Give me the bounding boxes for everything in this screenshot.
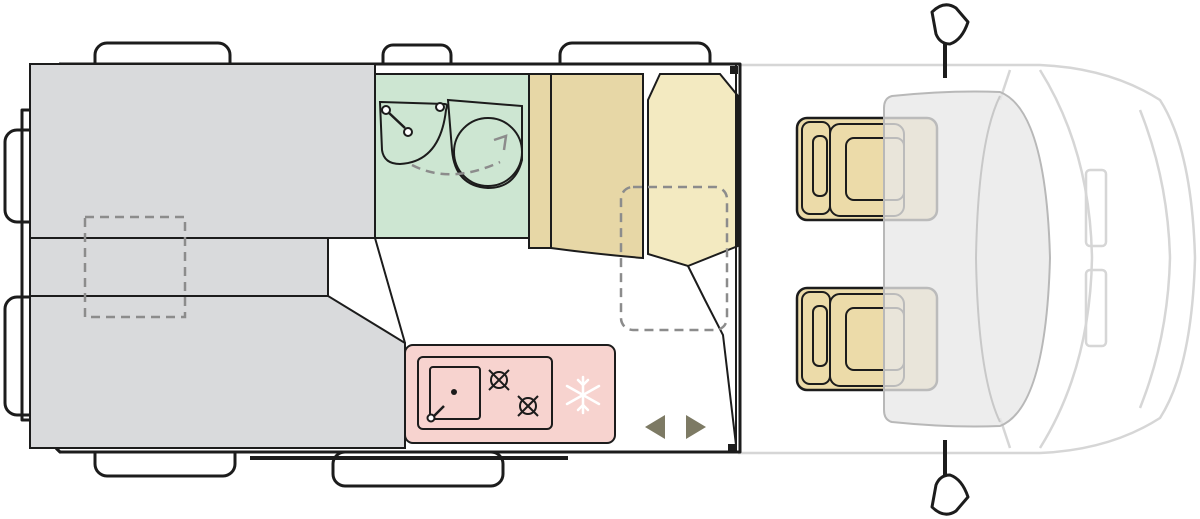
gas-burner-icon xyxy=(488,369,510,391)
mirror-icon xyxy=(930,440,970,516)
sink-icon xyxy=(429,366,481,420)
door-swing-arc xyxy=(411,160,501,176)
partition-line xyxy=(374,237,406,344)
sliding-door xyxy=(250,415,728,460)
cab-body xyxy=(738,63,1197,455)
dashboard-inner xyxy=(974,95,1001,423)
tap-knob xyxy=(435,102,445,112)
snowflake-icon xyxy=(565,375,601,415)
wardrobe-body xyxy=(550,73,644,260)
rear-bed xyxy=(29,63,406,449)
gas-burner-icon xyxy=(517,395,539,417)
corner-mark xyxy=(730,66,738,74)
door-swing-arrow xyxy=(493,134,508,151)
sink-tap-knob xyxy=(426,413,436,423)
sliding-door-arrows-icon xyxy=(645,415,706,439)
bed-top xyxy=(29,63,376,239)
tap-handle xyxy=(387,111,406,129)
cab-grille-line xyxy=(1138,109,1172,409)
wardrobe xyxy=(528,73,644,260)
mirror-icon xyxy=(930,3,970,78)
wash-basin-icon xyxy=(378,100,448,166)
corner-mark xyxy=(728,444,736,452)
cab-hood-line xyxy=(1038,69,1094,449)
tap-knob xyxy=(381,105,391,115)
skylight-icon xyxy=(83,215,187,319)
tap-dot xyxy=(403,127,413,137)
dinette-seat xyxy=(619,73,739,446)
kitchen xyxy=(404,344,616,444)
cab-lamp xyxy=(1084,168,1108,248)
dashboard-icon xyxy=(883,90,1052,428)
table-outline xyxy=(619,185,729,332)
wardrobe-panel xyxy=(528,73,552,249)
seat-step-line xyxy=(687,265,737,446)
bathroom xyxy=(374,73,530,239)
hob-outline xyxy=(417,356,553,430)
sink-drain xyxy=(451,389,457,395)
seat-bench xyxy=(647,73,739,268)
cab-outline xyxy=(738,63,1197,455)
toilet-seat xyxy=(453,117,523,187)
cab-lamp xyxy=(1084,268,1108,348)
